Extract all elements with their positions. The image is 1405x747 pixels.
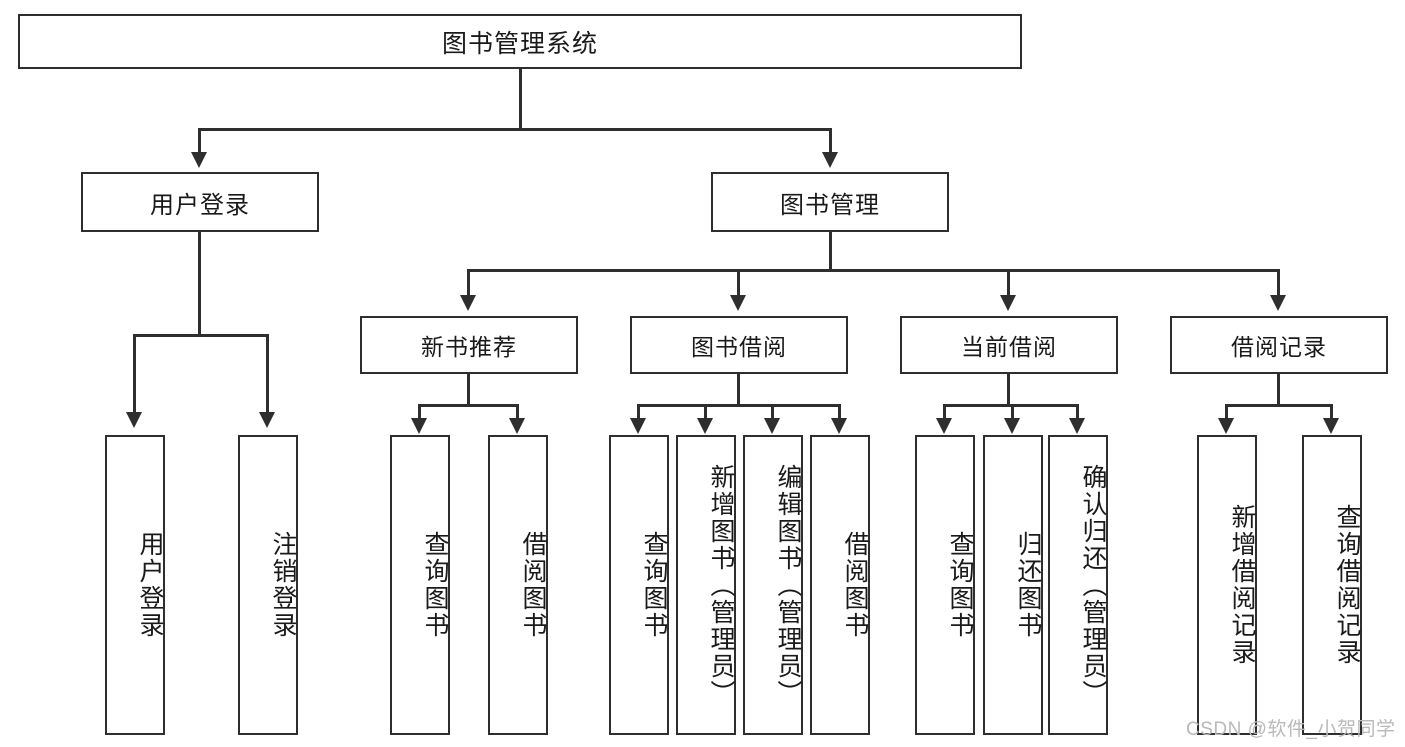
leaf-new-book-borrow-book[interactable]: 借阅图书 — [488, 435, 548, 735]
arrow-book-mgmt-to-book-borrow-icon — [730, 295, 746, 311]
arrow-book-borrow-leaf2-icon — [697, 418, 713, 434]
connector-book-mgmt-to-new-book — [467, 269, 470, 297]
arrow-current-borrow-leaf1-icon — [936, 418, 952, 434]
node-label: 查询图书 — [421, 531, 449, 639]
node-label: 用户登录 — [136, 531, 164, 639]
node-label: 新书推荐 — [421, 334, 517, 360]
arrow-borrow-record-leaf1-icon — [1218, 418, 1234, 434]
leaf-current-borrow-confirm-return-admin[interactable]: 确认归还（管理员） — [1048, 435, 1108, 735]
arrow-user-login-leaf1-icon — [126, 412, 142, 428]
leaf-book-borrow-query-book[interactable]: 查询图书 — [609, 435, 669, 735]
arrow-book-mgmt-to-current-borrow-icon — [1000, 295, 1016, 311]
connector-current-borrow-leaf2 — [1011, 404, 1014, 420]
connector-book-borrow-bus — [637, 404, 839, 407]
node-label: 图书管理 — [780, 191, 880, 219]
node-label: 当前借阅 — [961, 334, 1057, 360]
node-new-book-recommendation[interactable]: 新书推荐 — [360, 316, 578, 374]
node-label: 新增借阅记录 — [1228, 504, 1256, 666]
node-borrow-record[interactable]: 借阅记录 — [1170, 316, 1388, 374]
connector-book-borrow-leaf3 — [771, 404, 774, 420]
connector-book-borrow-leaf2 — [704, 404, 707, 420]
connector-user-login-stem — [198, 232, 201, 336]
connector-root-stem — [519, 69, 522, 129]
connector-new-book-leaf2 — [516, 404, 519, 420]
arrow-borrow-record-leaf2-icon — [1323, 418, 1339, 434]
connector-borrow-record-bus — [1225, 404, 1333, 407]
node-label: 用户登录 — [150, 191, 250, 219]
node-label: 注销登录 — [269, 531, 297, 639]
node-user-login[interactable]: 用户登录 — [81, 172, 319, 232]
leaf-current-borrow-return-book[interactable]: 归还图书 — [983, 435, 1043, 735]
leaf-book-borrow-add-book-admin[interactable]: 新增图书（管理员） — [676, 435, 736, 735]
node-label: 图书借阅 — [691, 334, 787, 360]
leaf-book-borrow-borrow-book[interactable]: 借阅图书 — [810, 435, 870, 735]
arrow-current-borrow-leaf3-icon — [1069, 418, 1085, 434]
node-book-management[interactable]: 图书管理 — [711, 172, 949, 232]
connector-book-borrow-leaf4 — [838, 404, 841, 420]
arrow-root-to-user-login-icon — [191, 152, 207, 168]
connector-current-borrow-bus — [943, 404, 1076, 407]
node-root-book-management-system[interactable]: 图书管理系统 — [18, 14, 1022, 69]
node-label: 查询图书 — [946, 531, 974, 639]
leaf-borrow-record-query-record[interactable]: 查询借阅记录 — [1302, 435, 1362, 735]
arrow-current-borrow-leaf2-icon — [1004, 418, 1020, 434]
connector-user-login-bus — [133, 334, 269, 337]
leaf-current-borrow-query-book[interactable]: 查询图书 — [915, 435, 975, 735]
connector-borrow-record-stem — [1277, 374, 1280, 406]
leaf-logout[interactable]: 注销登录 — [238, 435, 298, 735]
arrow-root-to-book-mgmt-icon — [822, 152, 838, 168]
arrow-new-book-leaf1-icon — [411, 418, 427, 434]
node-label: 借阅记录 — [1231, 334, 1327, 360]
arrow-user-login-leaf2-icon — [259, 412, 275, 428]
node-label: 确认归还（管理员） — [1079, 463, 1107, 707]
connector-book-mgmt-bus — [467, 269, 1279, 272]
connector-user-login-leaf1 — [133, 334, 136, 414]
connector-user-login-leaf2 — [266, 334, 269, 414]
leaf-borrow-record-add-record[interactable]: 新增借阅记录 — [1197, 435, 1257, 735]
arrow-book-borrow-leaf1-icon — [630, 418, 646, 434]
node-current-borrow[interactable]: 当前借阅 — [900, 316, 1118, 374]
leaf-user-login[interactable]: 用户登录 — [105, 435, 165, 735]
connector-root-to-user-login — [198, 128, 201, 154]
connector-new-book-bus — [418, 404, 518, 407]
connector-book-borrow-stem — [737, 374, 740, 406]
arrow-book-borrow-leaf4-icon — [831, 418, 847, 434]
node-label: 图书管理系统 — [441, 29, 598, 58]
node-book-borrow[interactable]: 图书借阅 — [630, 316, 848, 374]
arrow-book-mgmt-to-new-book-icon — [460, 295, 476, 311]
node-label: 借阅图书 — [519, 531, 547, 639]
connector-book-mgmt-to-borrow-record — [1277, 269, 1280, 297]
connector-book-mgmt-to-book-borrow — [737, 269, 740, 297]
connector-book-mgmt-stem — [829, 232, 832, 271]
connector-current-borrow-stem — [1007, 374, 1010, 406]
arrow-book-borrow-leaf3-icon — [764, 418, 780, 434]
arrow-book-mgmt-to-borrow-record-icon — [1270, 295, 1286, 311]
node-label: 新增图书（管理员） — [707, 463, 735, 707]
connector-borrow-record-leaf2 — [1330, 404, 1333, 420]
connector-current-borrow-leaf1 — [943, 404, 946, 420]
connector-root-bus — [198, 128, 832, 131]
connector-current-borrow-leaf3 — [1076, 404, 1079, 420]
arrow-new-book-leaf2-icon — [509, 418, 525, 434]
node-label: 借阅图书 — [841, 531, 869, 639]
connector-new-book-leaf1 — [418, 404, 421, 420]
node-label: 查询借阅记录 — [1333, 504, 1361, 666]
node-label: 查询图书 — [640, 531, 668, 639]
connector-new-book-stem — [467, 374, 470, 406]
connector-root-to-book-mgmt — [829, 128, 832, 154]
leaf-book-borrow-edit-book-admin[interactable]: 编辑图书（管理员） — [743, 435, 803, 735]
connector-borrow-record-leaf1 — [1225, 404, 1228, 420]
leaf-new-book-query-book[interactable]: 查询图书 — [390, 435, 450, 735]
connector-book-mgmt-to-current-borrow — [1007, 269, 1010, 297]
connector-book-borrow-leaf1 — [637, 404, 640, 420]
node-label: 归还图书 — [1014, 531, 1042, 639]
node-label: 编辑图书（管理员） — [774, 463, 802, 707]
